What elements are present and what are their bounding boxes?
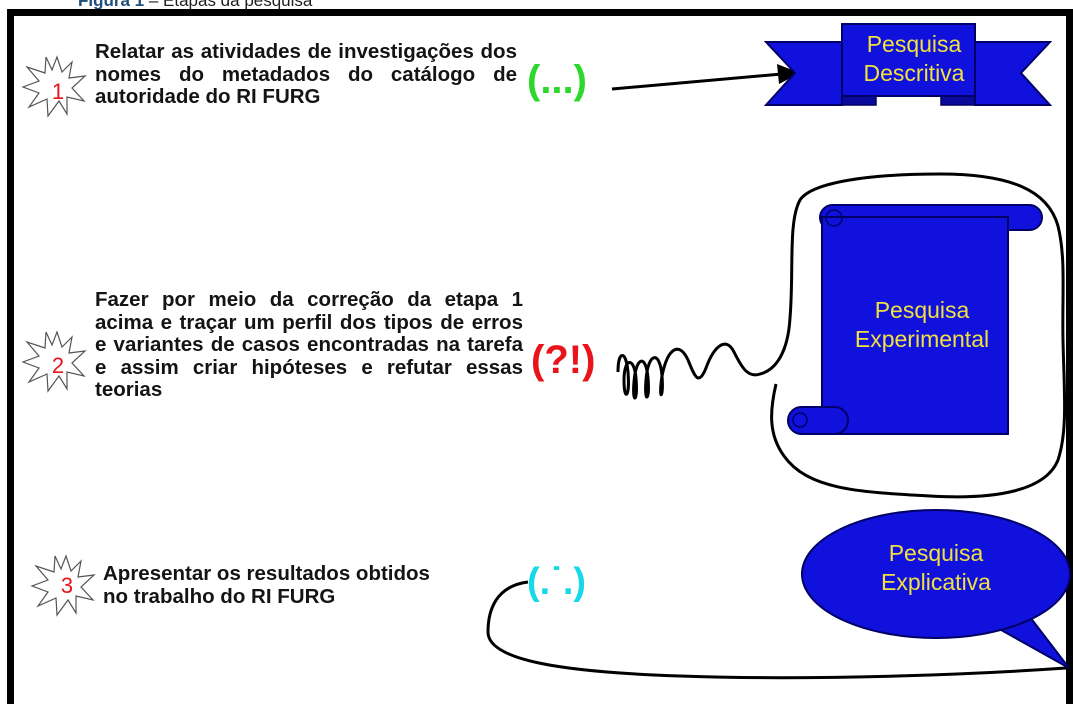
squiggle-connector xyxy=(616,172,1067,499)
caption-dash: – xyxy=(144,0,164,10)
ellipsis-symbol: (...) xyxy=(527,58,587,102)
step-1-text-last: autoridade do RI FURG xyxy=(95,85,321,108)
label-descritiva-line2: Descritiva xyxy=(863,60,965,86)
label-pesquisa-descritiva: Pesquisa Descritiva xyxy=(838,30,990,88)
label-pesquisa-explicativa: Pesquisa Explicativa xyxy=(838,539,1034,597)
step-number-2: 2 xyxy=(51,353,65,378)
figure-title: Etapas da pesquisa xyxy=(163,0,313,10)
loop-connector xyxy=(486,580,1067,680)
label-explicativa-line2: Explicativa xyxy=(881,569,991,595)
step-3-text-line1: Apresentar os resultados obtidos xyxy=(103,562,430,585)
explosion-star-2 xyxy=(21,330,87,393)
step-3-text-line2: no trabalho do RI FURG xyxy=(103,584,336,608)
therefore-symbol: (.˙.) xyxy=(527,561,587,603)
diagram-frame xyxy=(7,9,1073,704)
step-3-text: Apresentar os resultados obtidos no trab… xyxy=(103,562,528,608)
step-1-text-main: Relatar as atividades de investigações d… xyxy=(95,40,517,86)
speech-bubble-explicativa xyxy=(801,509,1071,669)
label-experimental-line2: Experimental xyxy=(854,326,990,352)
interrobang-symbol: (?!) xyxy=(531,338,596,382)
explosion-star-3 xyxy=(30,554,96,617)
label-explicativa-line1: Pesquisa xyxy=(888,540,984,566)
step-1-text: Relatar as atividades de investigações d… xyxy=(95,40,517,109)
label-experimental-line1: Pesquisa xyxy=(874,297,970,323)
arrow-to-descritiva xyxy=(611,64,800,91)
step-number-1: 1 xyxy=(51,79,65,104)
figure-number: Figura 1 xyxy=(78,0,145,10)
explosion-star-1 xyxy=(21,55,87,118)
figure-caption: Figura 1 – Etapas da pesquisa xyxy=(78,0,312,11)
scroll-experimental xyxy=(787,204,1043,435)
step-number-3: 3 xyxy=(60,573,74,598)
ribbon-banner-descritiva xyxy=(763,23,1053,106)
step-2-text: Fazer por meio da correção da etapa 1 ac… xyxy=(95,288,523,401)
label-pesquisa-experimental: Pesquisa Experimental xyxy=(826,296,1018,354)
label-descritiva-line1: Pesquisa xyxy=(866,31,962,57)
